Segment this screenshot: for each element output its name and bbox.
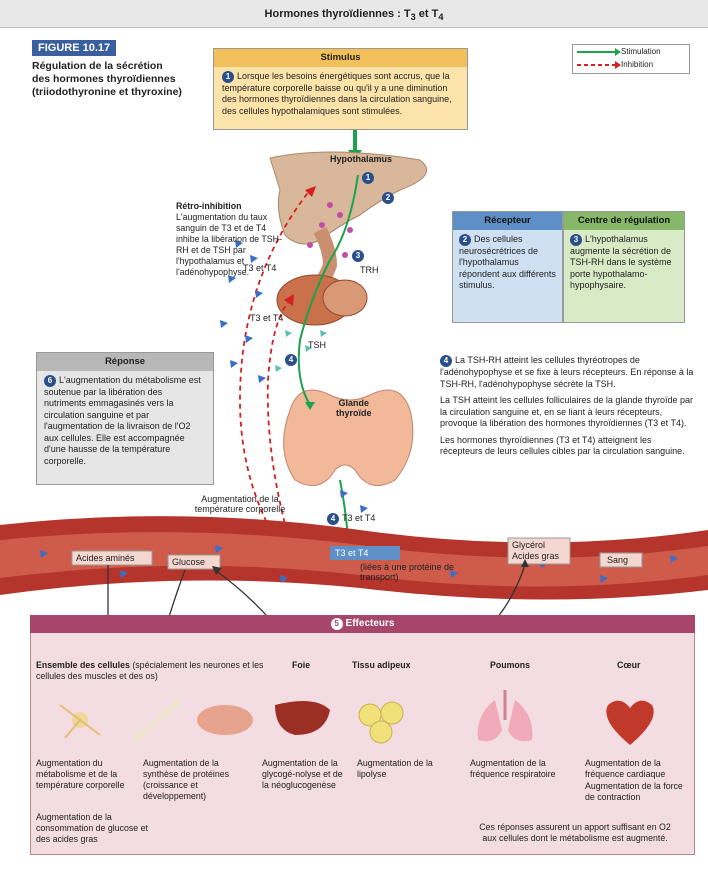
step-badge: 4 [440, 355, 452, 367]
t3t4-blood-label: T3 et T4 [335, 548, 368, 558]
receptor-text: Des cellules neurosécrétrices de l'hypot… [459, 234, 556, 291]
tsh-label: TSH [308, 340, 326, 350]
lungs-icon [478, 690, 533, 741]
effect-protein: Augmentation de la synthèse de protéines… [143, 758, 253, 802]
effect-metabolism: Augmentation du métabolisme et de la tem… [36, 758, 136, 791]
effect-glycogenolysis: Augmentation de la glycogé-nolyse et de … [262, 758, 347, 791]
step-badge: 3 [570, 234, 582, 246]
step4-p3: Les hormones thyroïdiennes (T3 et T4) at… [440, 435, 695, 458]
feedback-title: Rétro-inhibition [176, 201, 291, 212]
control-center-text: L'hypothalamus augmente la sécrétion de … [570, 234, 672, 291]
t3t4-label: T3 et T4 [250, 313, 283, 323]
effect-heart-rate: Augmentation de la fréquence cardiaque [585, 758, 693, 780]
t3t4-label: T3 et T4 [342, 513, 375, 523]
bone-icon [133, 698, 182, 742]
effect-consumption: Augmentation de la consommation de gluco… [36, 812, 156, 845]
step-badge: 4 [285, 354, 297, 366]
feedback-note: Rétro-inhibition L'augmentation du taux … [176, 201, 291, 278]
glucose-label: Glucose [172, 557, 205, 567]
effectors-note: Ces réponses assurent un apport suffisan… [475, 822, 675, 844]
effect-respiration: Augmentation de la fréquence respiratoir… [470, 758, 560, 780]
step-badge: 2 [382, 192, 394, 204]
heart-icon [606, 701, 653, 745]
blood-label: Sang [607, 555, 628, 565]
step-badge: 1 [362, 172, 374, 184]
bound-label: (liées à une protéine de transport) [360, 562, 470, 582]
adipose-icon [359, 702, 403, 743]
step4-p1: La TSH-RH atteint les cellules thyréotro… [440, 355, 693, 389]
response-title: Réponse [37, 353, 213, 371]
response-text: L'augmentation du métabolisme est souten… [44, 375, 201, 466]
adipose-label: Tissu adipeux [352, 660, 411, 671]
amino-acids-label: Acides aminés [76, 553, 135, 563]
step-badge: 4 [327, 513, 339, 525]
fatty-acids-label: Acides gras [512, 551, 559, 561]
step4-p2: La TSH atteint les cellules folliculaire… [440, 395, 695, 430]
feedback-text: L'augmentation du taux sanguin de T3 et … [176, 212, 291, 278]
control-center-title: Centre de régulation [564, 212, 684, 230]
posterior-pituitary [323, 280, 367, 316]
temperature-label: Augmentation de la température corporell… [190, 494, 290, 514]
trh-label: TRH [360, 265, 379, 275]
all-cells-label: Ensemble des cellules (spécialement les … [36, 660, 286, 682]
liver-label: Foie [292, 660, 310, 671]
heart-label: Cœur [617, 660, 640, 671]
effect-contraction: Augmentation de la force de contraction [585, 781, 693, 803]
step-badge: 2 [459, 234, 471, 246]
neuron-icon [60, 705, 100, 738]
receptor-title: Récepteur [453, 212, 562, 230]
liver-icon [275, 701, 330, 735]
glycerol-label: Glycérol [512, 540, 545, 550]
effect-lipolysis: Augmentation de la lipolyse [357, 758, 447, 780]
lungs-label: Poumons [490, 660, 530, 671]
muscle-icon [197, 705, 253, 735]
step-badge: 3 [352, 250, 364, 262]
step-badge: 6 [44, 375, 56, 387]
hypothalamus-label: Hypothalamus [330, 154, 392, 164]
effector-illustrations [30, 690, 695, 750]
